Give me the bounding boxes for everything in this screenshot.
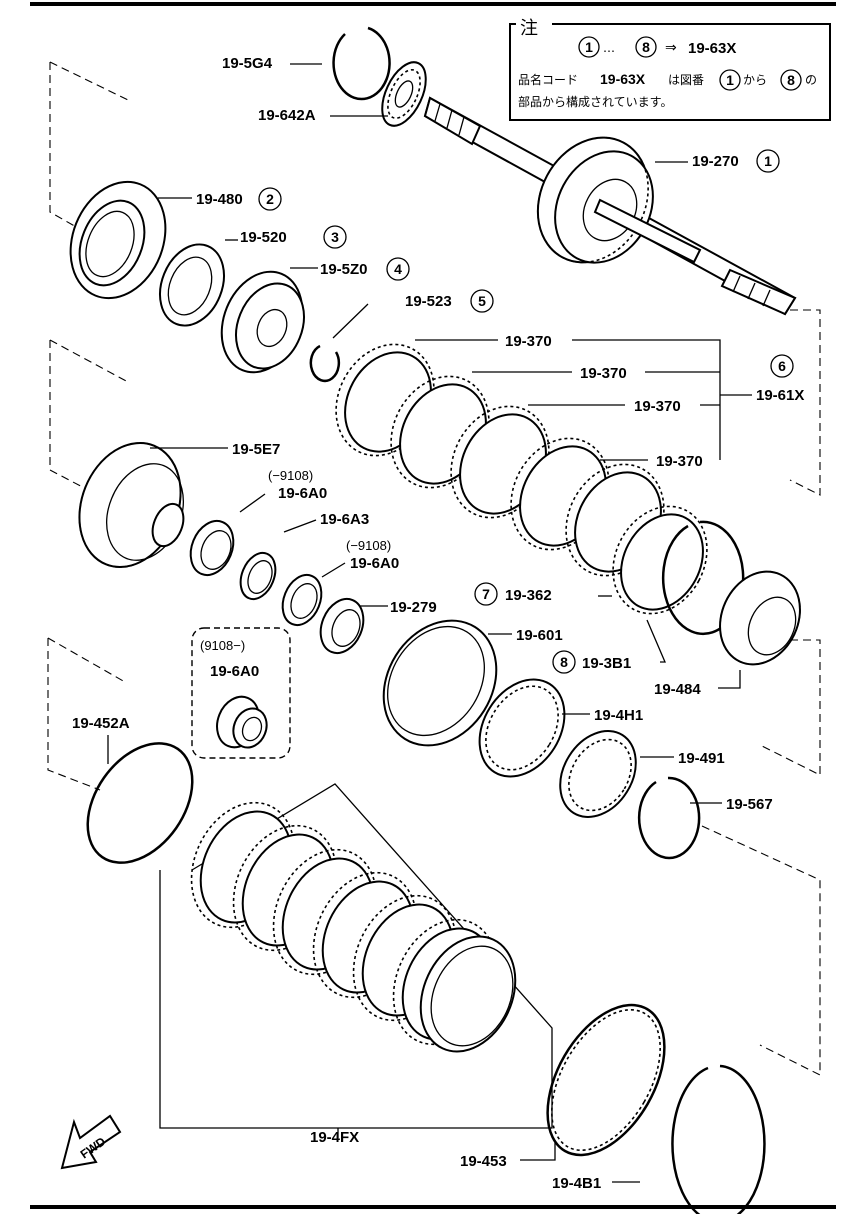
label-19-3B1: 19-3B1 [582, 655, 631, 672]
label-19-4H1: 19-4H1 [594, 707, 643, 724]
part-19-484 [719, 570, 801, 666]
label-19-6A0-c-date: (9108−) [200, 638, 245, 653]
label-19-61X: 19-61X [756, 387, 804, 404]
label-19-5E7: 19-5E7 [232, 441, 280, 458]
label-19-370-b: 19-370 [580, 365, 627, 382]
part-19-520 [159, 243, 225, 327]
label-19-491: 19-491 [678, 750, 725, 767]
label-19-6A3: 19-6A3 [320, 511, 369, 528]
part-19-279 [319, 597, 365, 655]
note-range-sep: … [603, 41, 615, 55]
label-19-480: 19-480 [196, 191, 243, 208]
label-19-5Z0: 19-5Z0 [320, 261, 368, 278]
part-19-5Z0 [220, 270, 305, 374]
note-line2-n1: 1 [726, 72, 734, 88]
label-19-6A0-c: 19-6A0 [210, 663, 259, 680]
label-19-567: 19-567 [726, 796, 773, 813]
part-19-452A-ring [86, 742, 194, 864]
label-19-370-d: 19-370 [656, 453, 703, 470]
label-19-4B1: 19-4B1 [552, 1175, 601, 1192]
note-line2-n2: 8 [787, 72, 795, 88]
part-19-4B1-snap-ring [671, 1064, 766, 1214]
label-19-453: 19-453 [460, 1153, 507, 1170]
note-line2-c: から [743, 73, 767, 87]
label-19-6A0-b-date: (−9108) [346, 538, 391, 553]
label-19-279: 19-279 [390, 599, 437, 616]
label-19-270: 19-270 [692, 153, 739, 170]
label-19-5Z0-number: 4 [394, 261, 402, 277]
label-19-370-c: 19-370 [634, 398, 681, 415]
label-19-523: 19-523 [405, 293, 452, 310]
note-range-from: 1 [585, 39, 593, 55]
part-labels: 19-5G4 19-642A 19-270 1 19-480 2 19-520 … [72, 55, 804, 1192]
label-19-642A: 19-642A [258, 107, 316, 124]
clutch-pack-19-4FX [159, 783, 553, 1129]
note-line2-b: は図番 [668, 73, 704, 87]
label-19-601: 19-601 [516, 627, 563, 644]
note-range-to: 8 [642, 39, 650, 55]
part-19-480 [69, 180, 167, 300]
label-19-6A0-b: 19-6A0 [350, 555, 399, 572]
part-19-642A-bearing [381, 61, 427, 127]
part-19-491 [559, 730, 637, 818]
part-19-6A0-bushing-a [189, 519, 235, 577]
note-line2-a: 品名コード [518, 72, 578, 87]
inset-9108-box [191, 627, 291, 759]
label-19-452A: 19-452A [72, 715, 130, 732]
label-19-362: 19-362 [505, 587, 552, 604]
label-19-61X-number: 6 [778, 358, 786, 374]
note-arrow: ⇒ [665, 40, 677, 56]
label-19-480-number: 2 [266, 191, 274, 207]
label-19-270-number: 1 [764, 153, 772, 169]
part-19-4H1-spring [478, 678, 566, 778]
note-title: 注 [520, 18, 538, 39]
part-19-567-snap-ring [637, 776, 701, 860]
part-19-601 [382, 619, 498, 747]
label-19-520-number: 3 [331, 229, 339, 245]
part-19-6A0-bushing-b [281, 573, 323, 627]
part-19-6A3 [239, 551, 277, 601]
part-19-5E7-gear [78, 441, 185, 569]
label-19-6A0-a-date: (−9108) [268, 468, 313, 483]
label-19-6A0-a: 19-6A0 [278, 485, 327, 502]
label-19-362-number: 7 [482, 586, 490, 602]
part-19-3B1-snap-ring [661, 520, 745, 636]
note-line2-code: 19-63X [600, 71, 646, 87]
part-19-523-snap-ring [309, 344, 341, 383]
label-19-484: 19-484 [654, 681, 701, 698]
note-line3: 部品から構成されています。 [518, 94, 672, 109]
note-range-code: 19-63X [688, 40, 736, 57]
label-19-4FX: 19-4FX [310, 1129, 359, 1146]
part-19-362 [612, 505, 708, 615]
label-19-5G4: 19-5G4 [222, 55, 273, 72]
note-box: 注 1 … 8 ⇒ 19-63X 品名コード 19-63X は図番 1 から 8… [509, 16, 831, 121]
drum-19-270 [536, 136, 702, 264]
leader-lines [107, 63, 752, 1183]
part-19-453 [546, 1003, 666, 1157]
label-19-520: 19-520 [240, 229, 287, 246]
fwd-arrow-icon: FWD [60, 1114, 122, 1170]
label-19-3B1-number: 8 [560, 654, 568, 670]
label-19-523-number: 5 [478, 293, 486, 309]
label-19-370-a: 19-370 [505, 333, 552, 350]
note-line2-d: の [805, 73, 817, 87]
part-19-5G4-snap-ring [332, 26, 391, 101]
